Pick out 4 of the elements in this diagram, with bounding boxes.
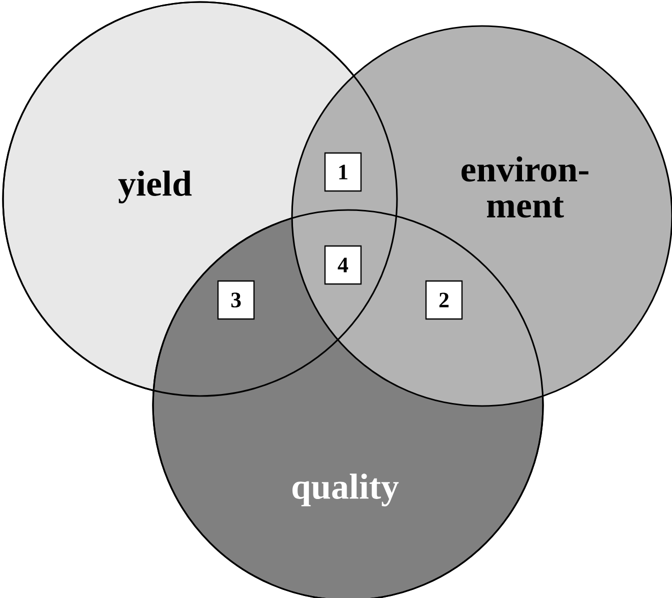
number-box: 2	[425, 280, 463, 320]
number-box: 1	[324, 152, 362, 192]
number-box: 3	[217, 280, 255, 320]
number-box: 4	[324, 245, 362, 285]
